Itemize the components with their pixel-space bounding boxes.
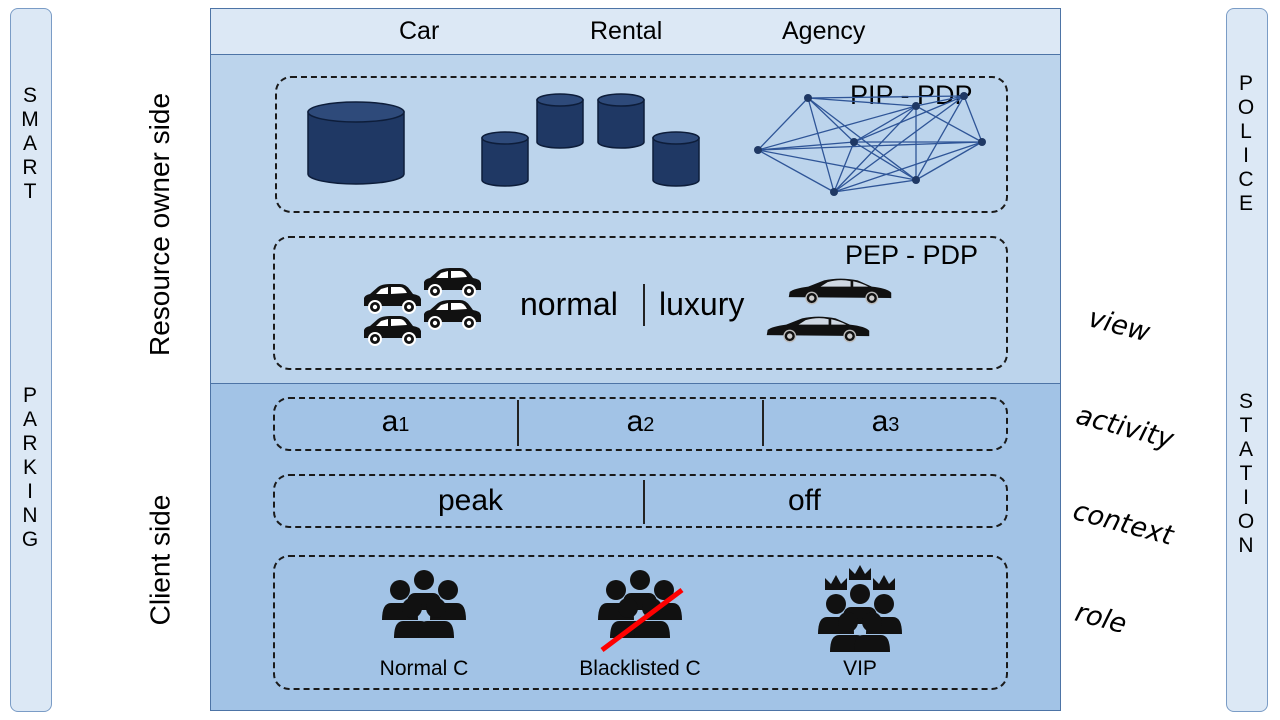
context-peak: peak (438, 484, 504, 517)
bar-letter: N (22, 504, 38, 527)
role-label: VIP (843, 657, 877, 680)
activity-base: a (381, 405, 399, 438)
bar-letter: P (22, 384, 37, 407)
activity-subscript: 2 (643, 414, 655, 436)
car-class-normal: normal (520, 286, 618, 322)
bar-letter: P (1238, 72, 1253, 95)
bar-letter: K (22, 456, 37, 479)
bar-letter: T (23, 180, 37, 203)
activity-box (273, 397, 1008, 451)
group-crossed-icon (590, 568, 690, 658)
bar-letter: G (21, 528, 39, 551)
bar-letter: I (27, 480, 33, 503)
client-band (210, 383, 1061, 711)
activity-subscript: 3 (888, 414, 900, 436)
pip-pdp-box (275, 76, 1008, 213)
activity-label: a3 (763, 405, 1008, 439)
layer-activity: activity (1072, 399, 1177, 456)
bar-letter: C (1238, 168, 1254, 191)
layer-context: context (1069, 495, 1177, 552)
bar-letter: S (22, 84, 37, 107)
role-label: Normal C (379, 657, 469, 680)
role-label: Blacklisted C (579, 657, 701, 680)
activity-divider (517, 400, 519, 446)
bar-letter: M (21, 108, 39, 131)
pep-pdp-box (273, 236, 1008, 370)
activity-label: a2 (518, 405, 763, 439)
luxury-cars-icon (765, 274, 895, 349)
bar-letter: R (22, 432, 38, 455)
pep-pdp-label: PEP - PDP (845, 240, 979, 270)
client-side-label: Client side (144, 494, 176, 626)
bar-letter: S (1238, 390, 1253, 413)
car-class-divider (643, 284, 645, 326)
bar-letter: R (22, 156, 38, 179)
bar-letter: A (22, 132, 37, 155)
bar-letter: T (1239, 462, 1253, 485)
title-word-agency: Agency (782, 17, 866, 45)
context-box (273, 474, 1008, 528)
bar-letter: A (1238, 438, 1253, 461)
car-class-luxury: luxury (659, 286, 745, 322)
group-icon (374, 568, 474, 658)
normal-cars-icon (360, 266, 490, 346)
police-station-bar (1226, 8, 1268, 712)
title-word-rental: Rental (590, 17, 663, 45)
role-box (273, 555, 1008, 690)
layer-role: role (1071, 596, 1130, 641)
context-off: off (788, 484, 821, 517)
bar-letter: T (1239, 414, 1253, 437)
activity-base: a (871, 405, 889, 438)
bar-letter: A (22, 408, 37, 431)
title-bar: Car Rental Agency (210, 8, 1061, 55)
distributed-databases-icon (481, 93, 700, 187)
crowned-group-icon (810, 565, 910, 658)
bar-letter: O (1237, 510, 1255, 533)
layer-view: view (1085, 302, 1154, 349)
bar-letter: I (1243, 144, 1249, 167)
bar-letter: L (1240, 120, 1252, 143)
bar-letter: I (1243, 486, 1249, 509)
resource-owner-label: Resource owner side (144, 92, 175, 356)
smart-parking-bar (10, 8, 52, 712)
activity-divider (762, 400, 764, 446)
network-graph-icon (754, 92, 986, 196)
bar-letter: O (1237, 96, 1255, 119)
activity-subscript: 1 (398, 414, 410, 436)
activity-base: a (626, 405, 644, 438)
bar-letter: E (1238, 192, 1253, 215)
context-divider (643, 480, 645, 524)
bar-letter: N (1238, 534, 1254, 557)
database-icon (307, 101, 405, 185)
activity-label: a1 (273, 405, 518, 439)
title-word-car: Car (399, 17, 440, 45)
